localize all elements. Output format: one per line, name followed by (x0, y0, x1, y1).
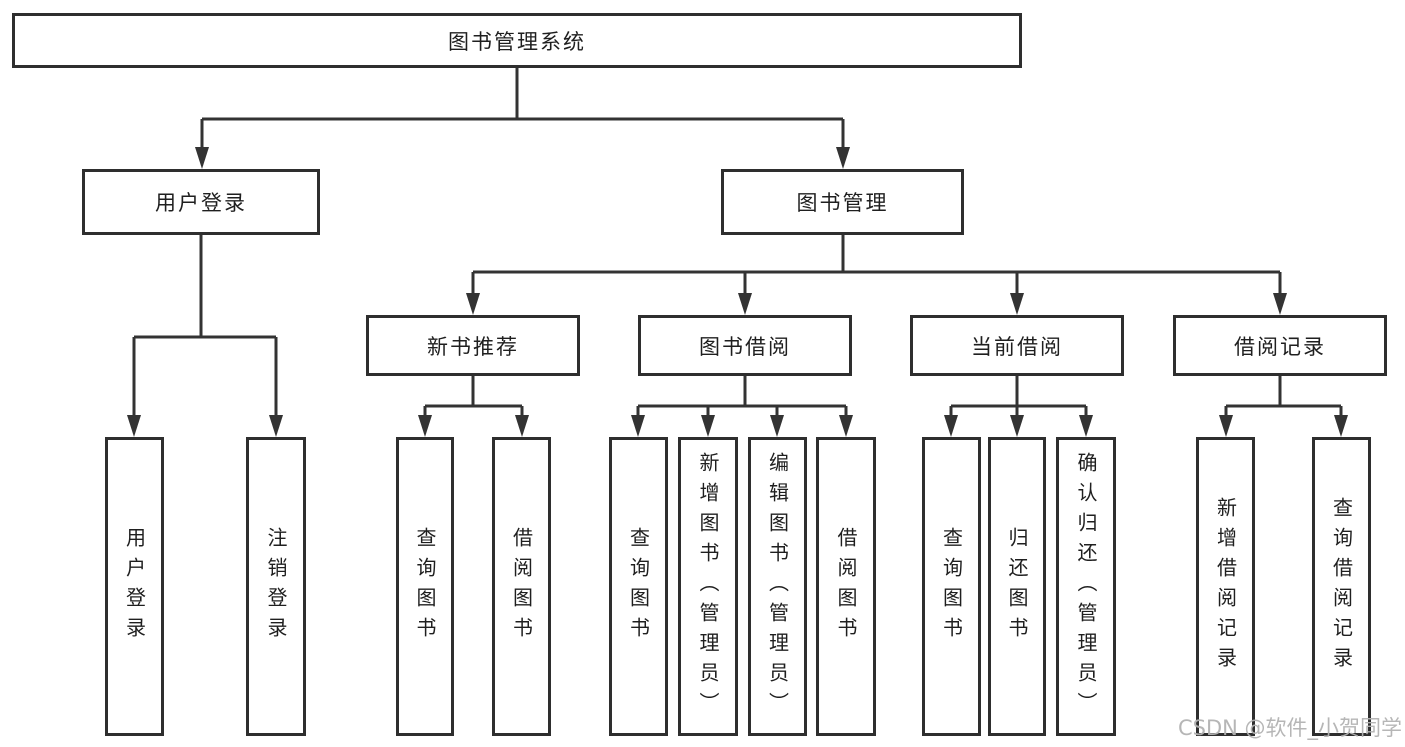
node-label: 查询图书 (413, 526, 437, 647)
node-label: 新增图书（管理员） (696, 451, 720, 722)
connector-edges (132, 68, 1343, 418)
leaf-borrow-books: 借阅图书 (816, 437, 876, 736)
leaf-query-borrow-record: 查询借阅记录 (1312, 437, 1371, 736)
leaf-edit-books-admin: 编辑图书（管理员） (748, 437, 807, 736)
node-book-borrowing: 图书借阅 (638, 315, 852, 376)
node-new-book-recommendation: 新书推荐 (366, 315, 580, 376)
node-label: 编辑图书（管理员） (765, 451, 790, 722)
node-label: 图书管理系统 (448, 29, 586, 54)
csdn-watermark: CSDN @软件_小贺同学 (1178, 716, 1403, 740)
node-label: 确认归还（管理员） (1074, 451, 1098, 722)
node-library-management-system: 图书管理系统 (12, 13, 1022, 68)
node-book-management: 图书管理 (721, 169, 964, 235)
node-label: 查询图书 (939, 526, 964, 647)
node-label: 借阅图书 (834, 526, 858, 647)
leaf-logout: 注销登录 (246, 437, 306, 736)
leaf-query-books-borrow: 查询图书 (609, 437, 668, 736)
node-label: 图书管理 (796, 191, 889, 215)
leaf-user-login: 用户登录 (105, 437, 164, 736)
node-label: 当前借阅 (971, 334, 1063, 359)
node-label: 用户登录 (122, 526, 147, 647)
node-label: 新增借阅记录 (1213, 496, 1238, 677)
node-label: 新书推荐 (427, 334, 519, 359)
leaf-borrow-books-recommend: 借阅图书 (492, 437, 551, 736)
leaf-query-books-recommend: 查询图书 (396, 437, 454, 736)
node-label: 借阅记录 (1234, 334, 1326, 359)
leaf-return-books: 归还图书 (988, 437, 1046, 736)
leaf-confirm-return-admin: 确认归还（管理员） (1056, 437, 1116, 736)
node-label: 归还图书 (1005, 526, 1029, 647)
node-label: 查询图书 (626, 526, 651, 647)
node-borrowing-records: 借阅记录 (1173, 315, 1387, 376)
node-user-login: 用户登录 (82, 169, 320, 235)
node-label: 查询借阅记录 (1329, 496, 1354, 677)
node-label: 借阅图书 (509, 526, 534, 647)
node-label: 用户登录 (155, 191, 247, 215)
node-label: 注销登录 (264, 526, 288, 647)
node-label: 图书借阅 (699, 334, 791, 359)
leaf-add-books-admin: 新增图书（管理员） (678, 437, 738, 736)
node-current-borrowing: 当前借阅 (910, 315, 1124, 376)
leaf-query-books-current: 查询图书 (922, 437, 981, 736)
leaf-add-borrow-record: 新增借阅记录 (1196, 437, 1255, 736)
connector-arrowheads (127, 147, 1348, 437)
